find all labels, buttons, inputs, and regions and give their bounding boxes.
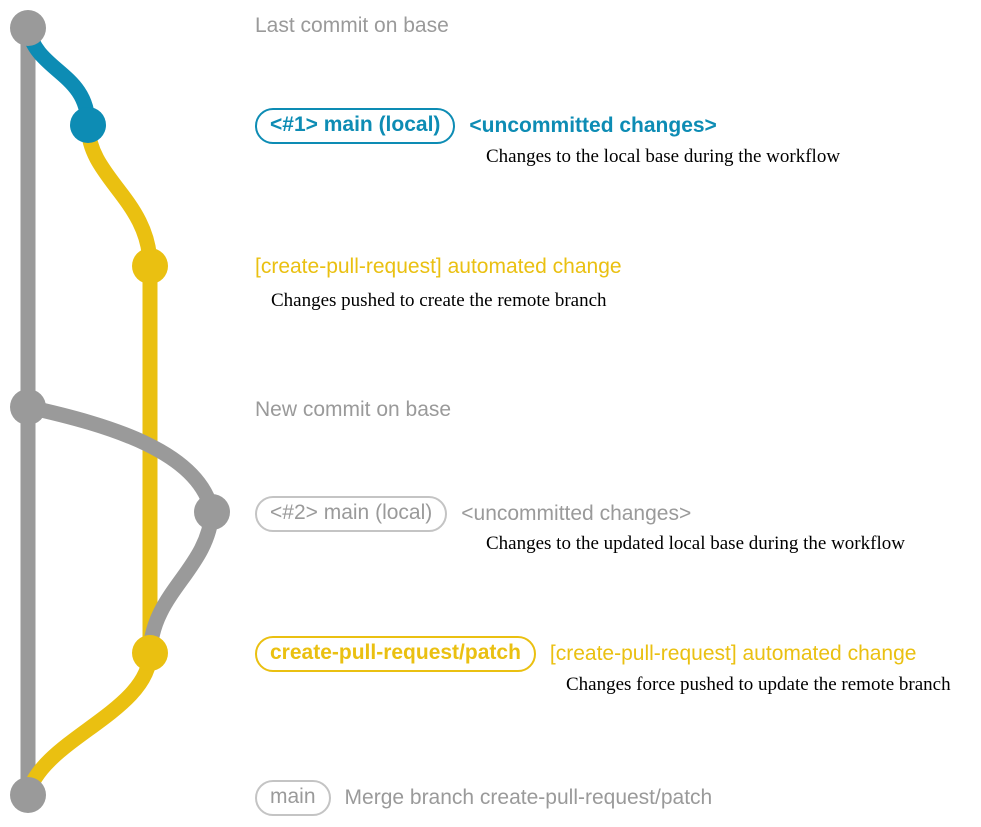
commit-subject-base-last: Last commit on base — [255, 14, 449, 37]
edge-local2-to-patch2 — [142, 504, 220, 661]
commit-subject-base-merge: Merge branch create-pull-request/patch — [344, 786, 713, 809]
commit-dot-base-last[interactable] — [10, 10, 46, 46]
commit-dot-base-new[interactable] — [10, 389, 46, 425]
edge-local1-to-patch1 — [80, 117, 158, 274]
commit-subject-patch-2: [create-pull-request] automated change — [549, 642, 917, 665]
ref-badge-create-pull-request-patch[interactable]: create-pull-request/patch — [255, 636, 536, 673]
commit-row-local-1: <#1> main (local) <uncommitted changes> — [255, 108, 717, 145]
commit-dot-patch-1[interactable] — [132, 248, 168, 284]
commit-subject-local-1: <uncommitted changes> — [469, 114, 717, 137]
commit-row-local-2: <#2> main (local) <uncommitted changes> — [255, 496, 692, 533]
commit-dot-local-1[interactable] — [70, 107, 106, 143]
edge-patch2-to-merge — [20, 645, 158, 803]
commit-dot-base-merge[interactable] — [10, 777, 46, 813]
commit-dot-local-2[interactable] — [194, 494, 230, 530]
commit-row-base-merge: main Merge branch create-pull-request/pa… — [255, 780, 713, 817]
commit-subject-base-new: New commit on base — [255, 398, 452, 421]
commit-description-local-1: Changes to the local base during the wor… — [486, 146, 841, 167]
ref-badge-main-local-2[interactable]: <#2> main (local) — [255, 496, 448, 533]
commit-description-patch-1: Changes pushed to create the remote bran… — [271, 290, 607, 311]
commit-description-patch-2: Changes force pushed to update the remot… — [566, 674, 951, 695]
commit-row-patch-2: create-pull-request/patch [create-pull-r… — [255, 636, 917, 673]
ref-badge-main[interactable]: main — [255, 780, 331, 817]
commit-description-local-2: Changes to the updated local base during… — [486, 533, 905, 554]
edge-basenew-to-local2 — [20, 399, 220, 520]
commit-dot-patch-2[interactable] — [132, 635, 168, 671]
commit-subject-patch-1: [create-pull-request] automated change — [255, 255, 622, 278]
commit-subject-local-2: <uncommitted changes> — [461, 502, 692, 525]
commit-headline-local-2: <#2> main (local) <uncommitted changes> — [255, 496, 692, 533]
commit-headline-local-1: <#1> main (local) <uncommitted changes> — [255, 108, 717, 145]
commit-headline-base-merge: main Merge branch create-pull-request/pa… — [255, 780, 713, 817]
ref-badge-main-local-1[interactable]: <#1> main (local) — [255, 108, 456, 145]
commit-headline-patch-2: create-pull-request/patch [create-pull-r… — [255, 636, 917, 673]
